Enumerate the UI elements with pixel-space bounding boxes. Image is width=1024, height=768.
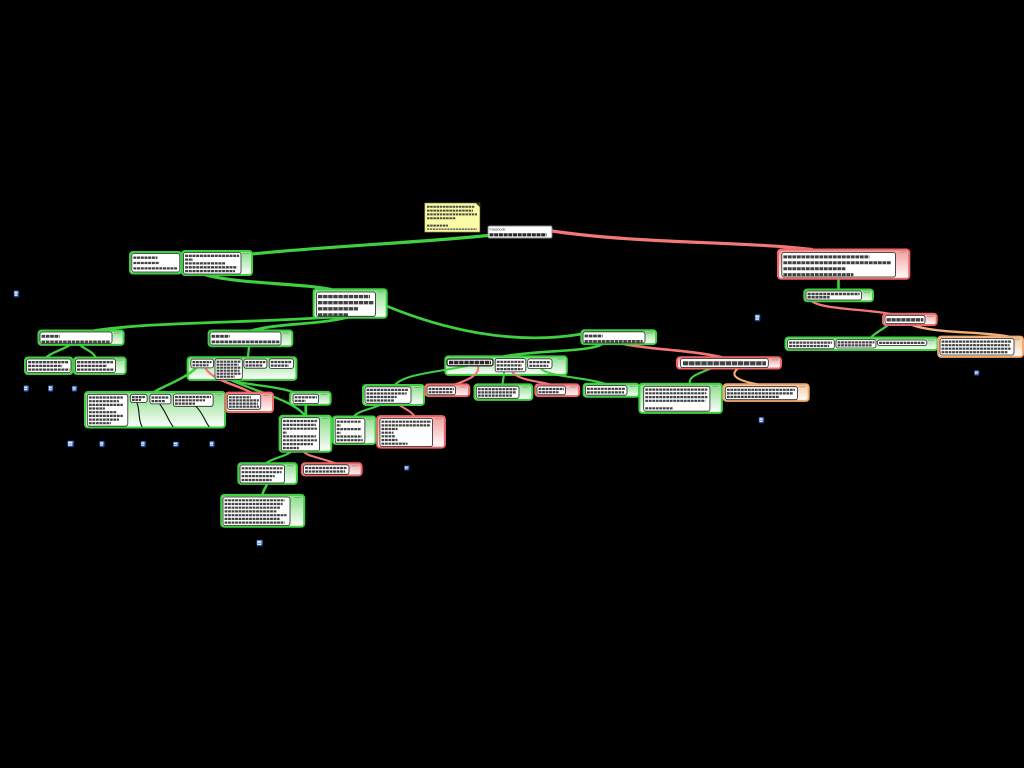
svg-text:Facebook: Facebook bbox=[490, 228, 506, 232]
